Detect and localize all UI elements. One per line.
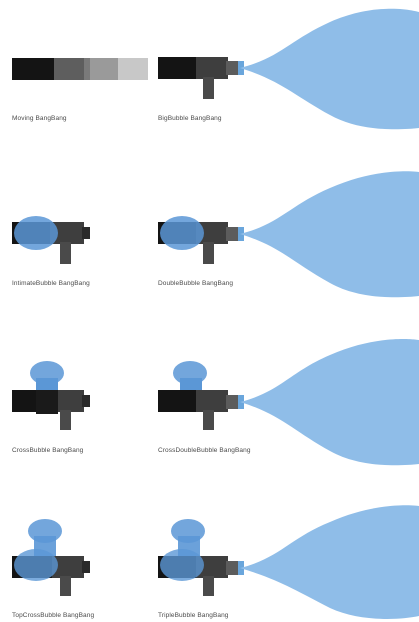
- caption-bigbubble-bangbang: BigBubble BangBang: [158, 115, 222, 122]
- caption-doublebubble-bangbang: DoubleBubble BangBang: [158, 280, 233, 287]
- caption-crossdoublebubble-bangbang: CrossDoubleBubble BangBang: [158, 447, 251, 454]
- moving-bangbang-device: [12, 58, 148, 80]
- caption-crossbubble-bangbang: CrossBubble BangBang: [12, 447, 83, 454]
- caption-triplebubble-bangbang: TripleBubble BangBang: [158, 612, 229, 619]
- caption-intimatebubble-bangbang: IntimateBubble BangBang: [12, 280, 90, 287]
- topcrossbubble-bangbang-device: [12, 519, 90, 596]
- intimatebubble-bangbang-device: [12, 216, 90, 264]
- crossbubble-bangbang-device: [12, 361, 90, 430]
- bigbubble-bangbang-device: [158, 9, 419, 130]
- caption-moving-bangbang: Moving BangBang: [12, 115, 67, 122]
- doublebubble-bangbang-device: [158, 171, 419, 297]
- caption-topcrossbubble-bangbang: TopCrossBubble BangBang: [12, 612, 94, 619]
- triplebubble-bangbang-device: [158, 505, 419, 619]
